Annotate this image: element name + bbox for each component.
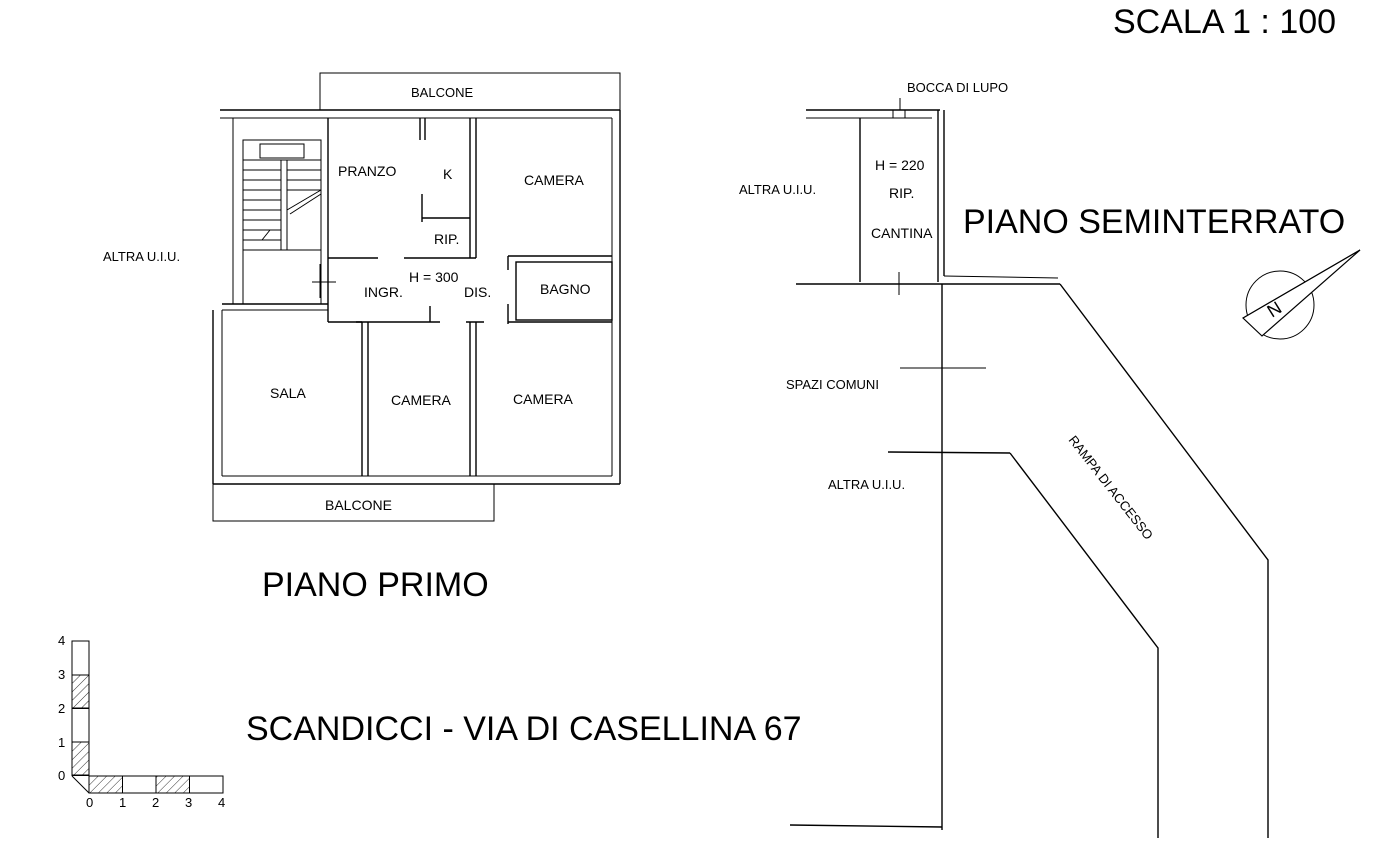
- piano-primo-title: PIANO PRIMO: [262, 566, 489, 604]
- rip-label: RIP.: [434, 231, 459, 247]
- y-tick-0: 0: [58, 768, 65, 783]
- x-tick-2: 2: [152, 795, 159, 810]
- bocca-di-lupo-label: BOCCA DI LUPO: [907, 80, 1008, 95]
- north-arrow-icon: N: [1242, 249, 1361, 340]
- scale-title: SCALA 1 : 100: [1113, 3, 1336, 41]
- x-tick-1: 1: [119, 795, 126, 810]
- spazi-comuni-label: SPAZI COMUNI: [786, 377, 879, 392]
- height-label: H = 300: [409, 269, 459, 285]
- altra-uiu-top-label: ALTRA U.I.U.: [739, 182, 816, 197]
- piano-primo-plan: BALCONE ALTRA U.I.U. PRANZO K RIP. CAMER…: [103, 72, 621, 522]
- balcone-top-label: BALCONE: [411, 85, 473, 100]
- bagno-label: BAGNO: [540, 281, 591, 297]
- x-tick-0: 0: [86, 795, 93, 810]
- disimpegno-label: DIS.: [464, 284, 491, 300]
- sala-label: SALA: [270, 385, 306, 401]
- address-title: SCANDICCI - VIA DI CASELLINA 67: [246, 710, 802, 748]
- y-tick-3: 3: [58, 667, 65, 682]
- camera-mid-label: CAMERA: [391, 392, 452, 408]
- y-tick-4: 4: [58, 633, 65, 648]
- scale-bar: 0 1 2 3 4 0 1 2 3 4: [58, 633, 225, 810]
- cantina-label: CANTINA: [871, 225, 933, 241]
- pranzo-label: PRANZO: [338, 163, 396, 179]
- altra-uiu-label: ALTRA U.I.U.: [103, 249, 180, 264]
- piano-seminterrato-plan: BOCCA DI LUPO ALTRA U.I.U. H = 220 RIP. …: [739, 80, 1269, 838]
- y-tick-1: 1: [58, 735, 65, 750]
- altra-uiu-bottom-label: ALTRA U.I.U.: [828, 477, 905, 492]
- ingresso-label: INGR.: [364, 284, 403, 300]
- rampa-label: RAMPA DI ACCESSO: [1066, 433, 1156, 543]
- cantina-height-label: H = 220: [875, 157, 925, 173]
- cantina-rip-label: RIP.: [889, 185, 914, 201]
- staircase: [243, 143, 322, 250]
- camera-right-label: CAMERA: [513, 391, 574, 407]
- kitchen-label: K: [443, 166, 453, 182]
- balcone-bottom-label: BALCONE: [325, 497, 392, 513]
- camera-top-label: CAMERA: [524, 172, 585, 188]
- piano-seminterrato-title: PIANO SEMINTERRATO: [963, 203, 1345, 241]
- x-tick-3: 3: [185, 795, 192, 810]
- x-tick-4: 4: [218, 795, 225, 810]
- y-tick-2: 2: [58, 701, 65, 716]
